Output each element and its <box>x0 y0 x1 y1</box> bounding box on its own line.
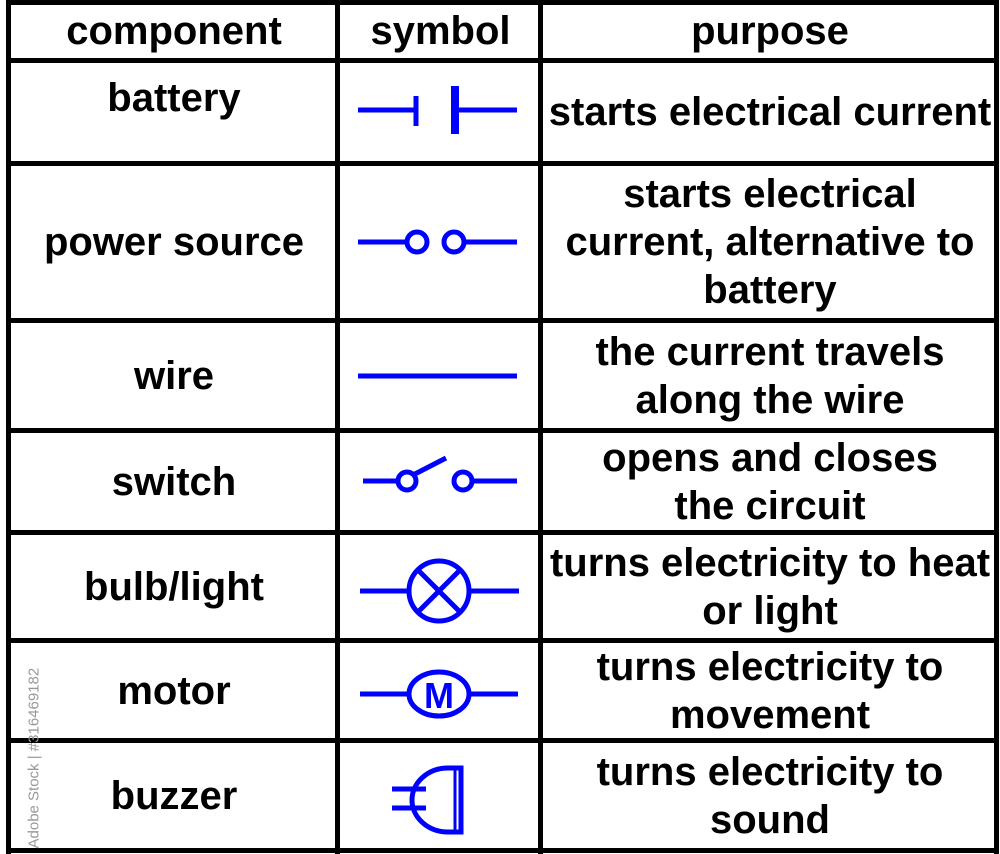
purpose-wire: the current travels along the wire <box>595 329 945 422</box>
motor-letter: M <box>424 675 454 716</box>
row-divider <box>6 58 998 63</box>
row-divider <box>6 161 998 166</box>
component-battery: battery <box>107 76 241 120</box>
column-divider <box>6 0 11 854</box>
bulb-symbol-icon <box>360 558 519 624</box>
purpose-switch: opens and closes the circuit <box>602 435 938 528</box>
header-purpose: purpose <box>691 8 849 53</box>
table-border-bottom <box>6 848 998 853</box>
component-bulb: bulb/light <box>84 564 264 609</box>
row-divider <box>6 318 998 323</box>
power-source-symbol-icon <box>358 229 517 255</box>
purpose-bulb: turns electricity to heat or light <box>549 540 991 633</box>
component-wire: wire <box>133 353 215 398</box>
row-divider <box>6 638 998 643</box>
component-power-source: power source <box>43 220 305 264</box>
component-motor: motor <box>117 668 231 713</box>
purpose-buzzer: turns electricity to sound <box>596 749 944 842</box>
header-symbol: symbol <box>370 8 511 53</box>
row-divider <box>6 738 998 743</box>
switch-symbol-icon <box>363 455 517 493</box>
row-divider <box>6 428 998 433</box>
purpose-battery: starts electrical current <box>548 90 992 134</box>
column-divider <box>538 0 543 854</box>
purpose-motor: turns electricity to movement <box>596 644 944 737</box>
buzzer-symbol-icon <box>392 765 464 835</box>
table-border-top <box>6 0 998 5</box>
watermark: Adobe Stock | #316469182 <box>25 667 43 849</box>
purpose-power-source: starts electrical current, alternative t… <box>565 172 975 312</box>
component-switch: switch <box>111 459 237 504</box>
column-divider <box>335 0 340 854</box>
component-buzzer: buzzer <box>110 773 238 818</box>
battery-symbol-icon <box>358 86 517 134</box>
motor-symbol-icon: M <box>360 669 518 719</box>
row-divider <box>6 530 998 535</box>
column-divider <box>994 0 999 854</box>
header-component: component <box>66 8 282 53</box>
